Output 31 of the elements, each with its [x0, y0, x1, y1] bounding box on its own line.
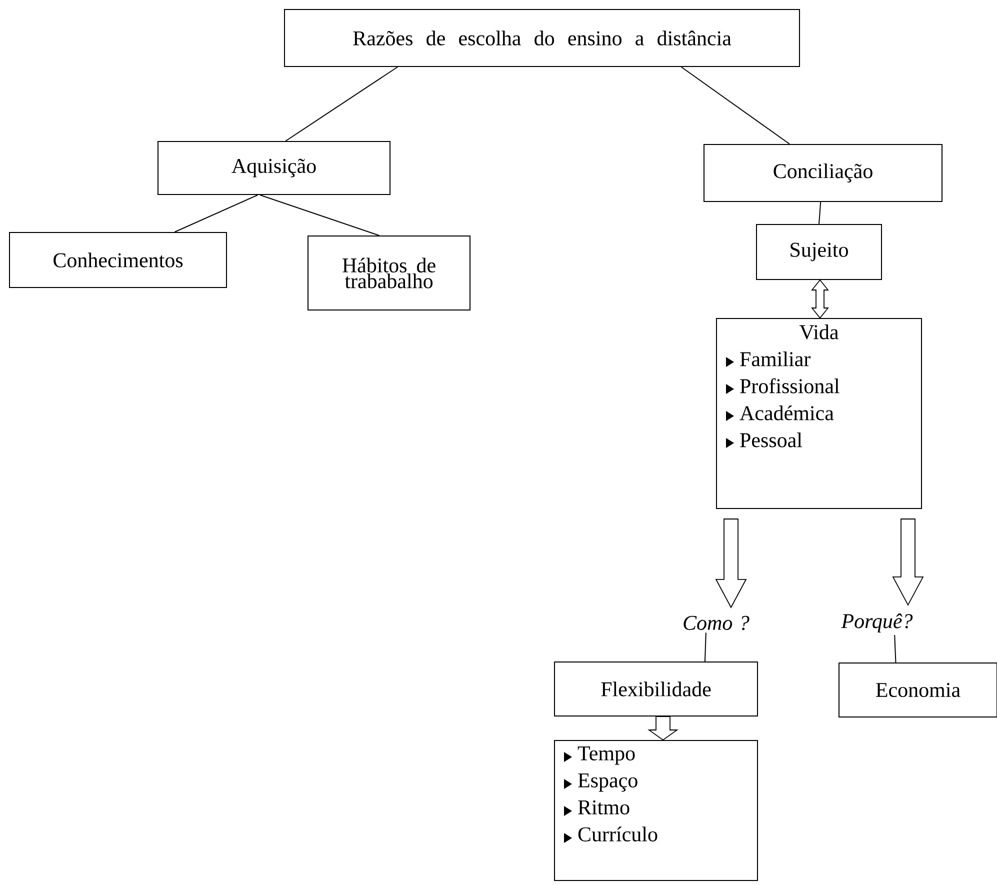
text-box: Conciliação [704, 144, 942, 202]
block-arrow [648, 716, 678, 741]
list-item: Currículo [578, 826, 658, 842]
connector-line [260, 194, 380, 236]
list-item: Pessoal [740, 432, 802, 448]
text-box: Flexibilidade [554, 662, 758, 716]
connector-line [680, 66, 790, 144]
text-box: Sujeito [756, 224, 882, 280]
list-item: Académica [740, 405, 834, 420]
text-box: Hábitos de trababalho [308, 236, 470, 310]
text-box: Aquisição [158, 141, 390, 195]
block-arrow [892, 518, 924, 606]
connector-line [818, 202, 822, 224]
list-heading: Vida [799, 324, 838, 340]
connector-line [174, 194, 258, 232]
connector-line [704, 632, 706, 662]
question-label: Porquê? [841, 613, 913, 633]
list-item: Tempo [578, 746, 635, 765]
question-label: Como ? [684, 616, 750, 630]
list-box [554, 740, 758, 881]
list-item: Familiar [740, 352, 810, 366]
connector-line [285, 66, 398, 142]
text-box: Conhecimentos [9, 232, 227, 288]
list-item: Ritmo [578, 800, 630, 814]
connector-line [894, 634, 896, 663]
block-arrow [715, 518, 747, 608]
text-box: Economia [838, 662, 997, 718]
list-item: Espaço [578, 774, 638, 792]
list-item: Profissional [740, 378, 840, 394]
text-box: Razões de escolha do ensino a distância [284, 9, 800, 67]
list-box [716, 318, 922, 509]
